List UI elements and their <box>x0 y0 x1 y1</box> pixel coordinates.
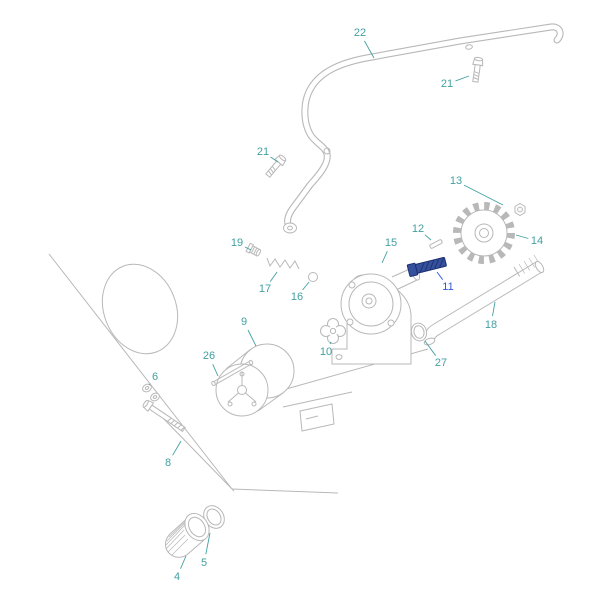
leader-line-21-lower <box>270 156 279 163</box>
leader-line-27 <box>424 340 437 356</box>
leader-line-17 <box>269 271 278 282</box>
leader-line-14 <box>515 234 529 239</box>
callout-4[interactable]: 4 <box>174 571 180 583</box>
leader-line-5 <box>205 532 211 555</box>
leader-line-16 <box>302 281 310 291</box>
callout-12[interactable]: 12 <box>412 223 424 235</box>
leader-line-22 <box>364 40 375 59</box>
leader-line-15 <box>381 251 388 264</box>
callout-27[interactable]: 27 <box>435 357 447 369</box>
pump-body-part-15 <box>331 266 421 365</box>
callout-21-lower[interactable]: 21 <box>257 146 269 158</box>
valve-plug-part-19 <box>245 242 261 257</box>
leader-line-8 <box>172 440 182 456</box>
shaft-part-11-highlighted[interactable] <box>406 256 447 277</box>
bolt-part-21-lower <box>265 154 287 178</box>
callout-15[interactable]: 15 <box>385 237 397 249</box>
pump-cover-part-9 <box>215 343 295 417</box>
callout-layer: 22 21 21 13 12 14 15 19 17 16 11 18 27 10 9 26 6 8 5 4 <box>148 27 543 583</box>
gear-part-14 <box>453 202 515 264</box>
callout-19[interactable]: 19 <box>231 237 243 249</box>
callout-14[interactable]: 14 <box>531 235 543 247</box>
spring-part-17 <box>266 257 300 270</box>
leader-line-4 <box>180 555 187 569</box>
callout-22[interactable]: 22 <box>354 27 366 39</box>
leader-line-11 <box>436 271 444 280</box>
leader-line-9 <box>247 329 257 347</box>
bolt-part-21-upper <box>472 56 484 83</box>
oil-pipe-part-18 <box>423 254 545 346</box>
leader-line-19 <box>244 246 252 251</box>
leader-line-18 <box>492 301 496 317</box>
pin-part-12 <box>429 239 443 249</box>
callout-6[interactable]: 6 <box>152 371 158 383</box>
nut-part-13 <box>514 202 526 217</box>
callout-21-upper[interactable]: 21 <box>441 78 453 90</box>
leader-line-26 <box>212 364 219 377</box>
callout-9[interactable]: 9 <box>241 316 247 328</box>
callout-18[interactable]: 18 <box>485 319 497 331</box>
rotor-part-10 <box>320 318 346 344</box>
callout-11[interactable]: 11 <box>442 281 453 293</box>
leader-line-6 <box>148 383 150 386</box>
callout-10[interactable]: 10 <box>320 346 332 358</box>
leader-line-21-upper <box>455 75 470 82</box>
o-ring-part-27 <box>410 322 428 342</box>
callout-8[interactable]: 8 <box>165 457 171 469</box>
callout-13[interactable]: 13 <box>450 175 462 187</box>
leader-line-13 <box>463 184 504 206</box>
callout-17[interactable]: 17 <box>259 283 271 295</box>
stud-part-26 <box>211 359 254 387</box>
callout-26[interactable]: 26 <box>203 350 215 362</box>
cap-part-4 <box>165 512 210 558</box>
washers-part-6 <box>142 383 160 402</box>
callout-16[interactable]: 16 <box>291 291 303 303</box>
leader-line-10 <box>329 341 332 345</box>
oil-line-bracket-part-22 <box>283 23 564 234</box>
ball-part-16 <box>308 272 318 282</box>
bolt-part-8 <box>142 399 186 433</box>
callout-5[interactable]: 5 <box>201 557 207 569</box>
leader-line-12 <box>424 234 432 241</box>
